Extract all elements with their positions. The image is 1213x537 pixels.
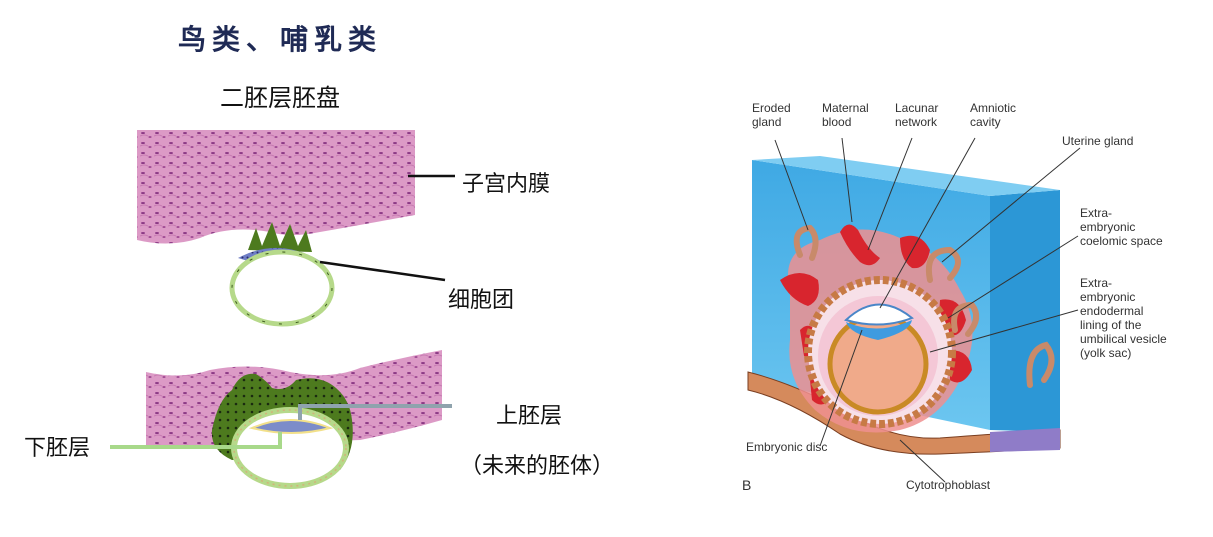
annotation-pointers: [774, 137, 1081, 483]
label-cell-mass: 细胞团: [448, 288, 515, 313]
uterine-block-side: [990, 190, 1060, 432]
label-uterine-gland: Uterine gland: [1062, 134, 1134, 148]
label-maternal-blood: Maternal blood: [822, 101, 869, 129]
label-extraembryonic-coelomic: Extra- embryonic coelomic space: [1080, 206, 1163, 248]
panel-letter-b: B: [742, 477, 752, 493]
label-epiblast: 上胚层: [496, 404, 563, 429]
amniotic-cavity: [844, 303, 914, 326]
pointer-hypoblast: [110, 432, 282, 449]
page-title: 鸟类、哺乳类: [177, 23, 382, 56]
label-embryonic-disc: Embryonic disc: [746, 440, 828, 454]
label-eroded-gland: Eroded gland: [752, 101, 791, 129]
bilaminar-disc: [248, 419, 334, 434]
label-extraembryonic-endodermal: Extra- embryonic endodermal lining of th…: [1080, 276, 1167, 360]
label-hypoblast: 下胚层: [24, 436, 91, 461]
pointer-cell-mass: [319, 260, 446, 282]
label-endometrium: 子宫内膜: [462, 172, 551, 197]
pointer-epiblast: [298, 404, 452, 420]
embryonic-disc: [846, 320, 912, 340]
endometrium-tissue-upper: [137, 130, 415, 244]
label-epiblast-note: （未来的胚体）: [460, 454, 615, 479]
label-cytotrophoblast: Cytotrophoblast: [906, 478, 991, 492]
trophoblast-spikes: [248, 222, 312, 252]
label-lacunar-network: Lacunar network: [895, 101, 939, 129]
subtitle-bilaminar-disc: 二胚层胚盘: [220, 84, 340, 112]
uterine-glands: [793, 224, 1055, 388]
label-amniotic-cavity: Amniotic cavity: [970, 101, 1017, 129]
